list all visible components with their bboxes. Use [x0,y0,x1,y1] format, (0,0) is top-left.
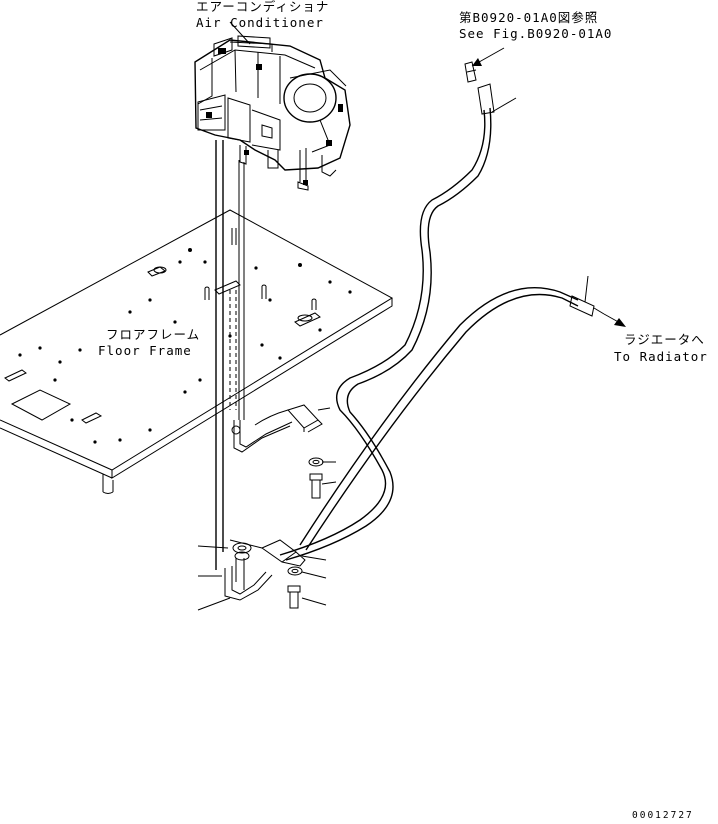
to-radiator-label-en: To Radiator [614,349,708,364]
floor-frame-label-en: Floor Frame [98,343,192,358]
direction-arrows [471,47,626,327]
drain-hose [215,140,323,601]
heater-hose [229,61,605,567]
air-conditioner-unit [194,35,351,191]
leader-lines [197,21,589,611]
floor-frame [0,209,393,494]
drawing-number: 00012727 [632,810,694,821]
to-radiator-label-jp: ラジエータへ [624,332,705,347]
air-conditioner-label-en: Air Conditioner [196,15,324,30]
see-fig-label-en: See Fig.B0920-01A0 [459,26,612,41]
see-fig-label-jp: 第B0920-01A0図参照 [459,10,598,25]
hardware [232,457,324,609]
floor-frame-label-jp: フロアフレーム [106,327,200,342]
air-conditioner-label-jp: エアーコンディショナ [196,0,329,14]
